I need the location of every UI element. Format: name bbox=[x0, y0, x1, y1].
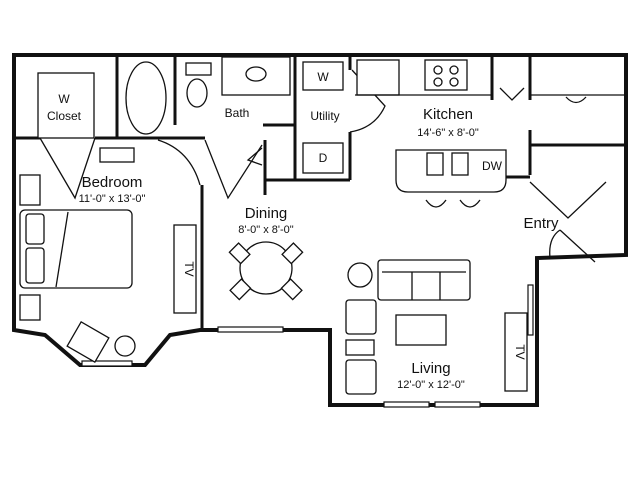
dining-size: 8'-0" x 8'-0" bbox=[238, 224, 294, 236]
bedroom-label: Bedroom bbox=[82, 174, 143, 191]
sofa bbox=[377, 259, 471, 301]
dishwasher-label: DW bbox=[482, 159, 503, 173]
armchair bbox=[66, 320, 110, 364]
doors bbox=[39, 69, 607, 263]
dryer-label: D bbox=[319, 151, 328, 165]
toilet bbox=[186, 78, 208, 108]
sink-basin-left bbox=[426, 152, 444, 176]
stove-burners bbox=[433, 65, 459, 87]
living-tv-stand bbox=[504, 312, 528, 392]
closet-label: W bbox=[58, 92, 70, 106]
interior-walls bbox=[14, 55, 626, 330]
pillow bbox=[25, 213, 45, 245]
bar-stool bbox=[425, 199, 447, 208]
nightstand bbox=[19, 294, 41, 321]
side-table bbox=[114, 335, 136, 357]
bar-stool bbox=[565, 96, 587, 104]
toilet-tank bbox=[185, 62, 212, 76]
bar-stool bbox=[459, 199, 481, 208]
dining-table bbox=[239, 241, 293, 295]
bedroom-tv-label: TV bbox=[182, 261, 196, 276]
refrigerator bbox=[356, 59, 400, 96]
washer-label: W bbox=[317, 70, 329, 84]
dresser bbox=[99, 147, 135, 163]
bathtub bbox=[125, 61, 167, 135]
bedroom-bay-windows bbox=[47, 284, 534, 408]
bed bbox=[19, 209, 133, 289]
living-size: 12'-0" x 12'-0" bbox=[397, 379, 465, 391]
washer bbox=[302, 61, 344, 91]
stove bbox=[424, 59, 468, 91]
kitchen-island bbox=[395, 149, 507, 193]
end-table bbox=[347, 262, 373, 288]
nightstand bbox=[19, 174, 41, 206]
sink bbox=[245, 66, 267, 82]
dining-chairs bbox=[228, 242, 304, 301]
coffee-table bbox=[395, 314, 447, 346]
bedroom-size: 11'-0" x 13'-0" bbox=[79, 193, 146, 205]
living-label: Living bbox=[411, 360, 450, 377]
living-tv-label: TV bbox=[513, 344, 527, 359]
sink-basin-right bbox=[451, 152, 469, 176]
pillow bbox=[25, 247, 45, 284]
entry-label: Entry bbox=[523, 215, 559, 232]
closet-label-2: Closet bbox=[47, 109, 82, 123]
dryer bbox=[302, 142, 344, 174]
sofa-cushions bbox=[382, 271, 466, 300]
bath-label: Bath bbox=[225, 106, 250, 120]
side-table bbox=[345, 339, 375, 356]
kitchen-label: Kitchen bbox=[423, 106, 473, 123]
armchair bbox=[345, 359, 377, 395]
dining-label: Dining bbox=[245, 205, 288, 222]
kitchen-size: 14'-6" x 8'-0" bbox=[417, 127, 479, 139]
armchair bbox=[345, 299, 377, 335]
closet-shelf bbox=[37, 72, 95, 139]
bedroom-tv-stand bbox=[173, 224, 197, 314]
utility-label: Utility bbox=[310, 109, 339, 123]
